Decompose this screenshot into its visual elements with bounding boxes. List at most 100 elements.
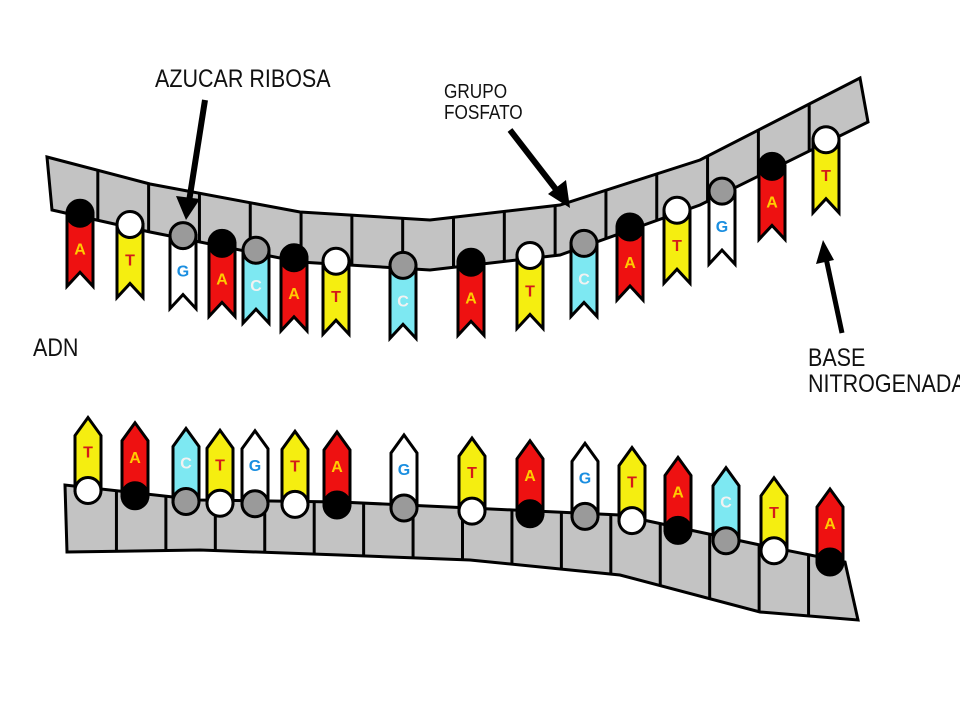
sugar-cap: [570, 501, 600, 531]
nucleotide-bottom-2: C: [171, 425, 201, 516]
base-letter: A: [74, 241, 86, 258]
base-letter: A: [624, 255, 636, 272]
label-grupo-fosfato: GRUPO FOSFATO: [444, 82, 523, 124]
sugar-cap: [322, 490, 352, 520]
nucleotide-top-0: A: [65, 198, 95, 291]
nucleotide-bottom-5: T: [280, 428, 310, 519]
base-letter: G: [716, 219, 728, 236]
base-letter: T: [125, 253, 135, 270]
nucleotide-bottom-1: A: [120, 420, 150, 511]
backbone-top: [45, 75, 870, 272]
base-letter: A: [129, 450, 141, 467]
nucleotide-bottom-11: T: [617, 445, 647, 536]
nucleotide-bottom-12: A: [663, 454, 693, 545]
base-letter: C: [397, 293, 409, 310]
nucleotide-bottom-7: G: [389, 432, 419, 523]
sugar-cap: [171, 486, 201, 516]
label-grupo-line2: FOSFATO: [444, 102, 523, 124]
nucleotide-top-13: G: [707, 176, 737, 268]
arrow-base-nitrogenada-head: [816, 240, 834, 264]
sugar-cap: [279, 243, 309, 273]
arrow-base-nitrogenada: [823, 257, 845, 334]
sugar-cap: [663, 515, 693, 545]
sugar-cap: [515, 499, 545, 529]
base-letter: A: [465, 290, 477, 307]
nucleotide-top-2: G: [168, 221, 198, 313]
nucleotide-bottom-6: A: [322, 429, 352, 520]
base-letter: G: [177, 264, 189, 281]
sugar-cap: [457, 496, 487, 526]
label-adn: ADN: [33, 335, 78, 362]
base-letter: T: [83, 445, 93, 462]
base-letter: A: [216, 271, 228, 288]
label-azucar-ribosa-text: AZUCAR RIBOSA: [155, 65, 331, 93]
base-letter: T: [627, 475, 637, 492]
label-base-line1: BASE: [808, 344, 866, 372]
base-letter: A: [524, 468, 536, 485]
sugar-cap: [811, 125, 841, 155]
nucleotide-bottom-9: A: [515, 438, 545, 529]
sugar-cap: [65, 198, 95, 228]
sugar-cap: [120, 481, 150, 511]
sugar-cap: [388, 250, 418, 280]
base-letter: T: [525, 283, 535, 300]
nucleotide-top-4: C: [241, 235, 271, 328]
nucleotide-top-9: T: [515, 240, 545, 333]
sugar-cap: [456, 247, 486, 277]
nucleotide-bottom-15: A: [815, 486, 845, 577]
sugar-cap: [757, 151, 787, 181]
base-letter: C: [250, 278, 262, 295]
label-grupo-line1: GRUPO: [444, 81, 508, 103]
nucleotide-top-1: T: [115, 210, 145, 302]
sugar-cap: [662, 195, 692, 225]
pointer-arrows: [176, 99, 845, 334]
nucleotide-bottom-10: G: [570, 440, 600, 531]
base-letter: G: [398, 462, 410, 479]
sugar-cap: [759, 536, 789, 566]
sugar-cap: [115, 210, 145, 240]
nucleotide-top-5: A: [279, 243, 309, 335]
base-letter: C: [180, 455, 192, 472]
sugar-cap: [321, 246, 351, 276]
sugar-cap: [515, 240, 545, 270]
sugar-cap: [205, 488, 235, 518]
base-letter: C: [720, 495, 732, 512]
base-letter: T: [290, 458, 300, 475]
nucleotide-top-14: A: [757, 151, 787, 244]
sugar-cap: [240, 489, 270, 519]
arrow-azucar-ribosa: [185, 99, 208, 209]
sugar-cap: [617, 506, 647, 536]
sugar-cap: [73, 476, 103, 506]
nucleotide-top-7: C: [388, 250, 418, 343]
backbones: [45, 75, 870, 622]
base-letter: A: [824, 516, 836, 533]
nucleotide-bottom-4: G: [240, 428, 270, 519]
sugar-cap: [168, 221, 198, 251]
nucleotide-bottom-8: T: [457, 435, 487, 526]
base-letter: T: [467, 465, 477, 482]
base-letter: G: [249, 458, 261, 475]
base-letter: T: [672, 238, 682, 255]
base-letter: G: [579, 470, 591, 487]
nucleotide-top-11: A: [615, 212, 645, 304]
base-letter: A: [672, 484, 684, 501]
base-letter: A: [331, 459, 343, 476]
sugar-cap: [815, 547, 845, 577]
nucleotide-top-10: C: [569, 228, 599, 321]
sugar-cap: [569, 228, 599, 258]
label-base-line2: NITROGENADA: [808, 370, 960, 399]
sugar-cap: [207, 228, 237, 258]
sugar-cap: [711, 526, 741, 556]
label-azucar-ribosa: AZUCAR RIBOSA: [155, 65, 331, 93]
sugar-cap: [615, 212, 645, 242]
sugar-cap: [280, 489, 310, 519]
base-letter: T: [215, 457, 225, 474]
sugar-cap: [389, 493, 419, 523]
nucleotide-top-6: T: [321, 246, 351, 339]
arrow-grupo-fosfato-head: [548, 180, 570, 208]
base-letter: T: [821, 168, 831, 185]
base-letter: A: [288, 286, 300, 303]
nucleotide-bottom-0: T: [73, 414, 103, 506]
